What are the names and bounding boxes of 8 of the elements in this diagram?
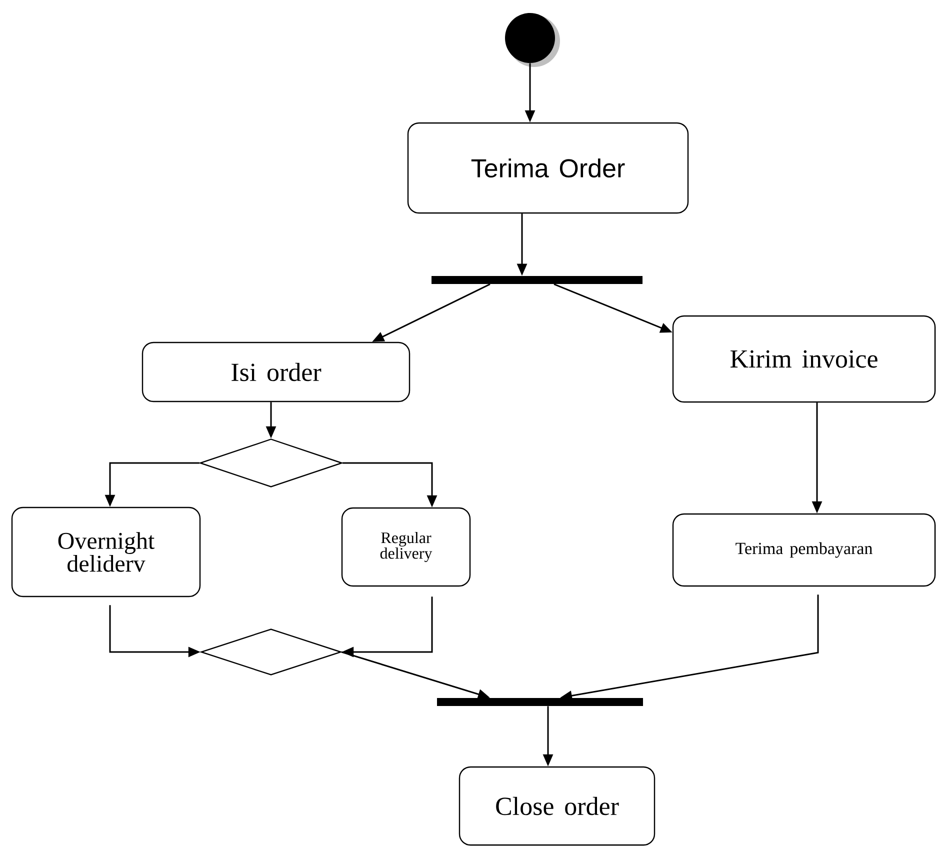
action-box: Close order <box>458 766 656 846</box>
action-box: Terima Order <box>407 122 689 214</box>
action-box: Terima pembayaran <box>672 513 936 587</box>
action-box: Isi order <box>142 342 410 402</box>
start-node <box>505 13 560 67</box>
action-box: Overnight deliderv <box>11 506 201 598</box>
action-box: Regular delivery <box>341 507 471 587</box>
action-box: Kirim invoice <box>672 315 936 403</box>
